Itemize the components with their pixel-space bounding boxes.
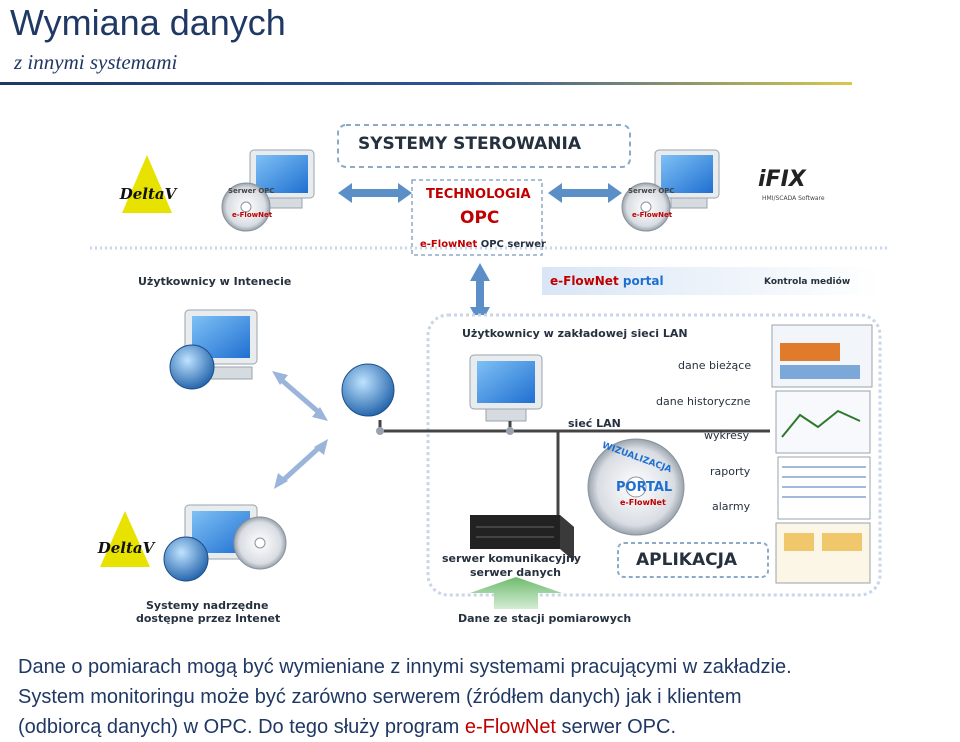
diagram-graphics: DeltaV: [90, 124, 890, 609]
opc-architecture-diagram: DeltaV: [90, 115, 890, 635]
caption-brand-serwer-opc: serwer OPC: [556, 716, 671, 738]
technologia-opc-box: [411, 179, 543, 256]
deltav-logo-bottom: DeltaV: [97, 511, 156, 567]
portal-sub-label: e-FlowNet: [620, 498, 666, 507]
arrow-left-opc: [338, 183, 412, 203]
computer-top-left: [221, 149, 315, 232]
dane-historyczne-label: dane historyczne: [656, 395, 751, 408]
dane-ze-stacji-label: Dane ze stacji pomiarowych: [458, 612, 632, 625]
alarmy-label: alarmy: [712, 500, 751, 513]
systemy-nadrzedne-label-1: Systemy nadrzędne: [146, 599, 269, 612]
opc-disc-label-left: Serwer OPC: [228, 187, 275, 195]
dane-biezace-label: dane bieżące: [678, 359, 752, 372]
opc-serwer-text: OPC serwer: [480, 239, 546, 250]
opc-disc-label-right: Serwer OPC: [628, 187, 675, 195]
opc-disc-sub-right: e-FlowNet: [632, 211, 673, 219]
arrow-diag-upper: [276, 375, 324, 417]
arrow-diag-lower: [278, 443, 324, 485]
computer-internet-user: [169, 309, 258, 390]
kontrola-mediow-label: Kontrola mediów: [764, 277, 851, 287]
ifix-logo: iFIX: [758, 167, 806, 192]
caption-line-2: System monitoringu może być zarówno serw…: [18, 686, 742, 708]
systemy-nadrzedne-label-2: dostępne przez Intenet: [136, 612, 281, 625]
ifix-logo-sub: HMI/SCADA Software: [762, 195, 825, 202]
wizualizacja-portal-disc: [587, 438, 685, 536]
aplikacja-box: [617, 542, 769, 578]
aplikacja-label: APLIKACJA: [636, 550, 738, 570]
eflownet-opc-serwer-label: e-FlowNet OPC serwer: [420, 239, 546, 250]
caption-line-1: Dane o pomiarach mogą być wymieniane z i…: [18, 656, 792, 678]
page-title: Wymiana danych: [10, 2, 286, 43]
caption-text: Dane o pomiarach mogą być wymieniane z i…: [18, 652, 953, 742]
caption-line-3-start: (odbiorcą danych) w OPC. Do tego służy p…: [18, 716, 465, 738]
portal-banner-brand: e-FlowNet: [550, 274, 619, 288]
portal-banner: [542, 267, 880, 295]
serwer-komunikacyjny-label: serwer komunikacyjny: [442, 552, 581, 565]
eflownet-brand: e-FlowNet: [420, 239, 478, 250]
title-divider: [0, 82, 852, 85]
green-up-arrow: [470, 577, 562, 609]
server-box: [470, 515, 574, 561]
portal-banner-rest: portal: [622, 274, 664, 288]
siec-lan-label: sieć LAN: [568, 417, 621, 430]
lan-computer: [469, 354, 543, 422]
uzytkownicy-internet-label: Użytkownicy w Intenecie: [138, 275, 292, 288]
systemy-sterowania-label: SYSTEMY STEROWANIA: [358, 134, 582, 154]
caption-line-3: (odbiorcą danych) w OPC. Do tego służy p…: [18, 712, 953, 742]
technologia-label: TECHNOLOGIA: [426, 187, 531, 202]
computer-bottom-left: [163, 504, 287, 582]
computer-top-right: [621, 149, 720, 232]
serwer-danych-label: serwer danych: [470, 566, 561, 579]
opc-disc-sub-left: e-FlowNet: [232, 211, 273, 219]
raporty-label: raporty: [710, 465, 751, 478]
arrow-opc-lan: [470, 263, 490, 325]
arrow-right-opc: [548, 183, 622, 203]
svg-text:DeltaV: DeltaV: [97, 539, 156, 557]
deltav-logo-top: DeltaV: [119, 155, 178, 213]
svg-text:DeltaV: DeltaV: [119, 185, 178, 203]
app-screenshots: [771, 324, 873, 584]
wykresy-label: wykresy: [704, 429, 750, 442]
systemy-sterowania-box: [337, 124, 631, 168]
page-subtitle: z innymi systemami: [14, 50, 178, 74]
caption-brand-eflownet: e-FlowNet: [464, 716, 556, 738]
opc-label: OPC: [460, 208, 500, 228]
portal-label: PORTAL: [616, 480, 673, 495]
uzytkownicy-lan-label: Użytkownicy w zakładowej sieci LAN: [462, 327, 688, 340]
portal-banner-label: e-FlowNet portal: [550, 274, 664, 288]
lan-globe: [341, 363, 395, 417]
caption-line-3-end: .: [670, 716, 677, 738]
